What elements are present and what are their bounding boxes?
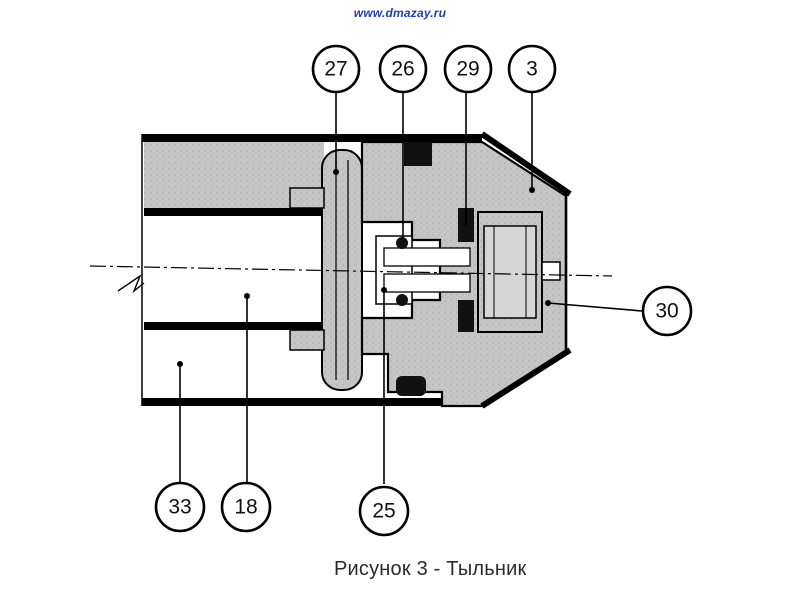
callout-33-label: 33 <box>168 496 191 519</box>
outer-tube <box>141 134 482 406</box>
callout-25-label: 25 <box>372 500 395 523</box>
callout-30-label: 30 <box>655 300 678 323</box>
cross-pin <box>321 149 363 391</box>
o-ring-upper <box>396 237 408 249</box>
callout-27: 27 <box>311 44 361 94</box>
leader-dots <box>177 169 551 367</box>
site-url: www.dmazay.ru <box>353 6 447 20</box>
callout-29: 29 <box>443 44 493 94</box>
callout-30: 30 <box>641 285 693 337</box>
callout-18: 18 <box>220 481 272 533</box>
callout-26-label: 26 <box>391 58 414 81</box>
bore-cavity <box>375 235 471 305</box>
callout-25: 25 <box>358 485 410 537</box>
upper-insert <box>404 142 432 166</box>
end-plug <box>477 211 561 333</box>
callout-29-label: 29 <box>456 58 479 81</box>
upper-step-block <box>289 187 325 209</box>
callout-26: 26 <box>378 44 428 94</box>
callout-27-label: 27 <box>324 58 347 81</box>
inner-barrel <box>117 216 324 322</box>
callout-18-label: 18 <box>234 496 257 519</box>
callout-3: 3 <box>507 44 557 94</box>
lower-seal <box>396 376 426 396</box>
seal-ring-lower <box>458 300 474 332</box>
lower-step-block <box>289 329 325 351</box>
figure-caption: Рисунок 3 - Тыльник <box>334 558 527 580</box>
o-ring-lower <box>396 294 408 306</box>
callout-3-label: 3 <box>526 58 538 81</box>
center-axis-line <box>89 265 613 277</box>
leader-lines <box>179 92 643 484</box>
callout-33: 33 <box>154 481 206 533</box>
